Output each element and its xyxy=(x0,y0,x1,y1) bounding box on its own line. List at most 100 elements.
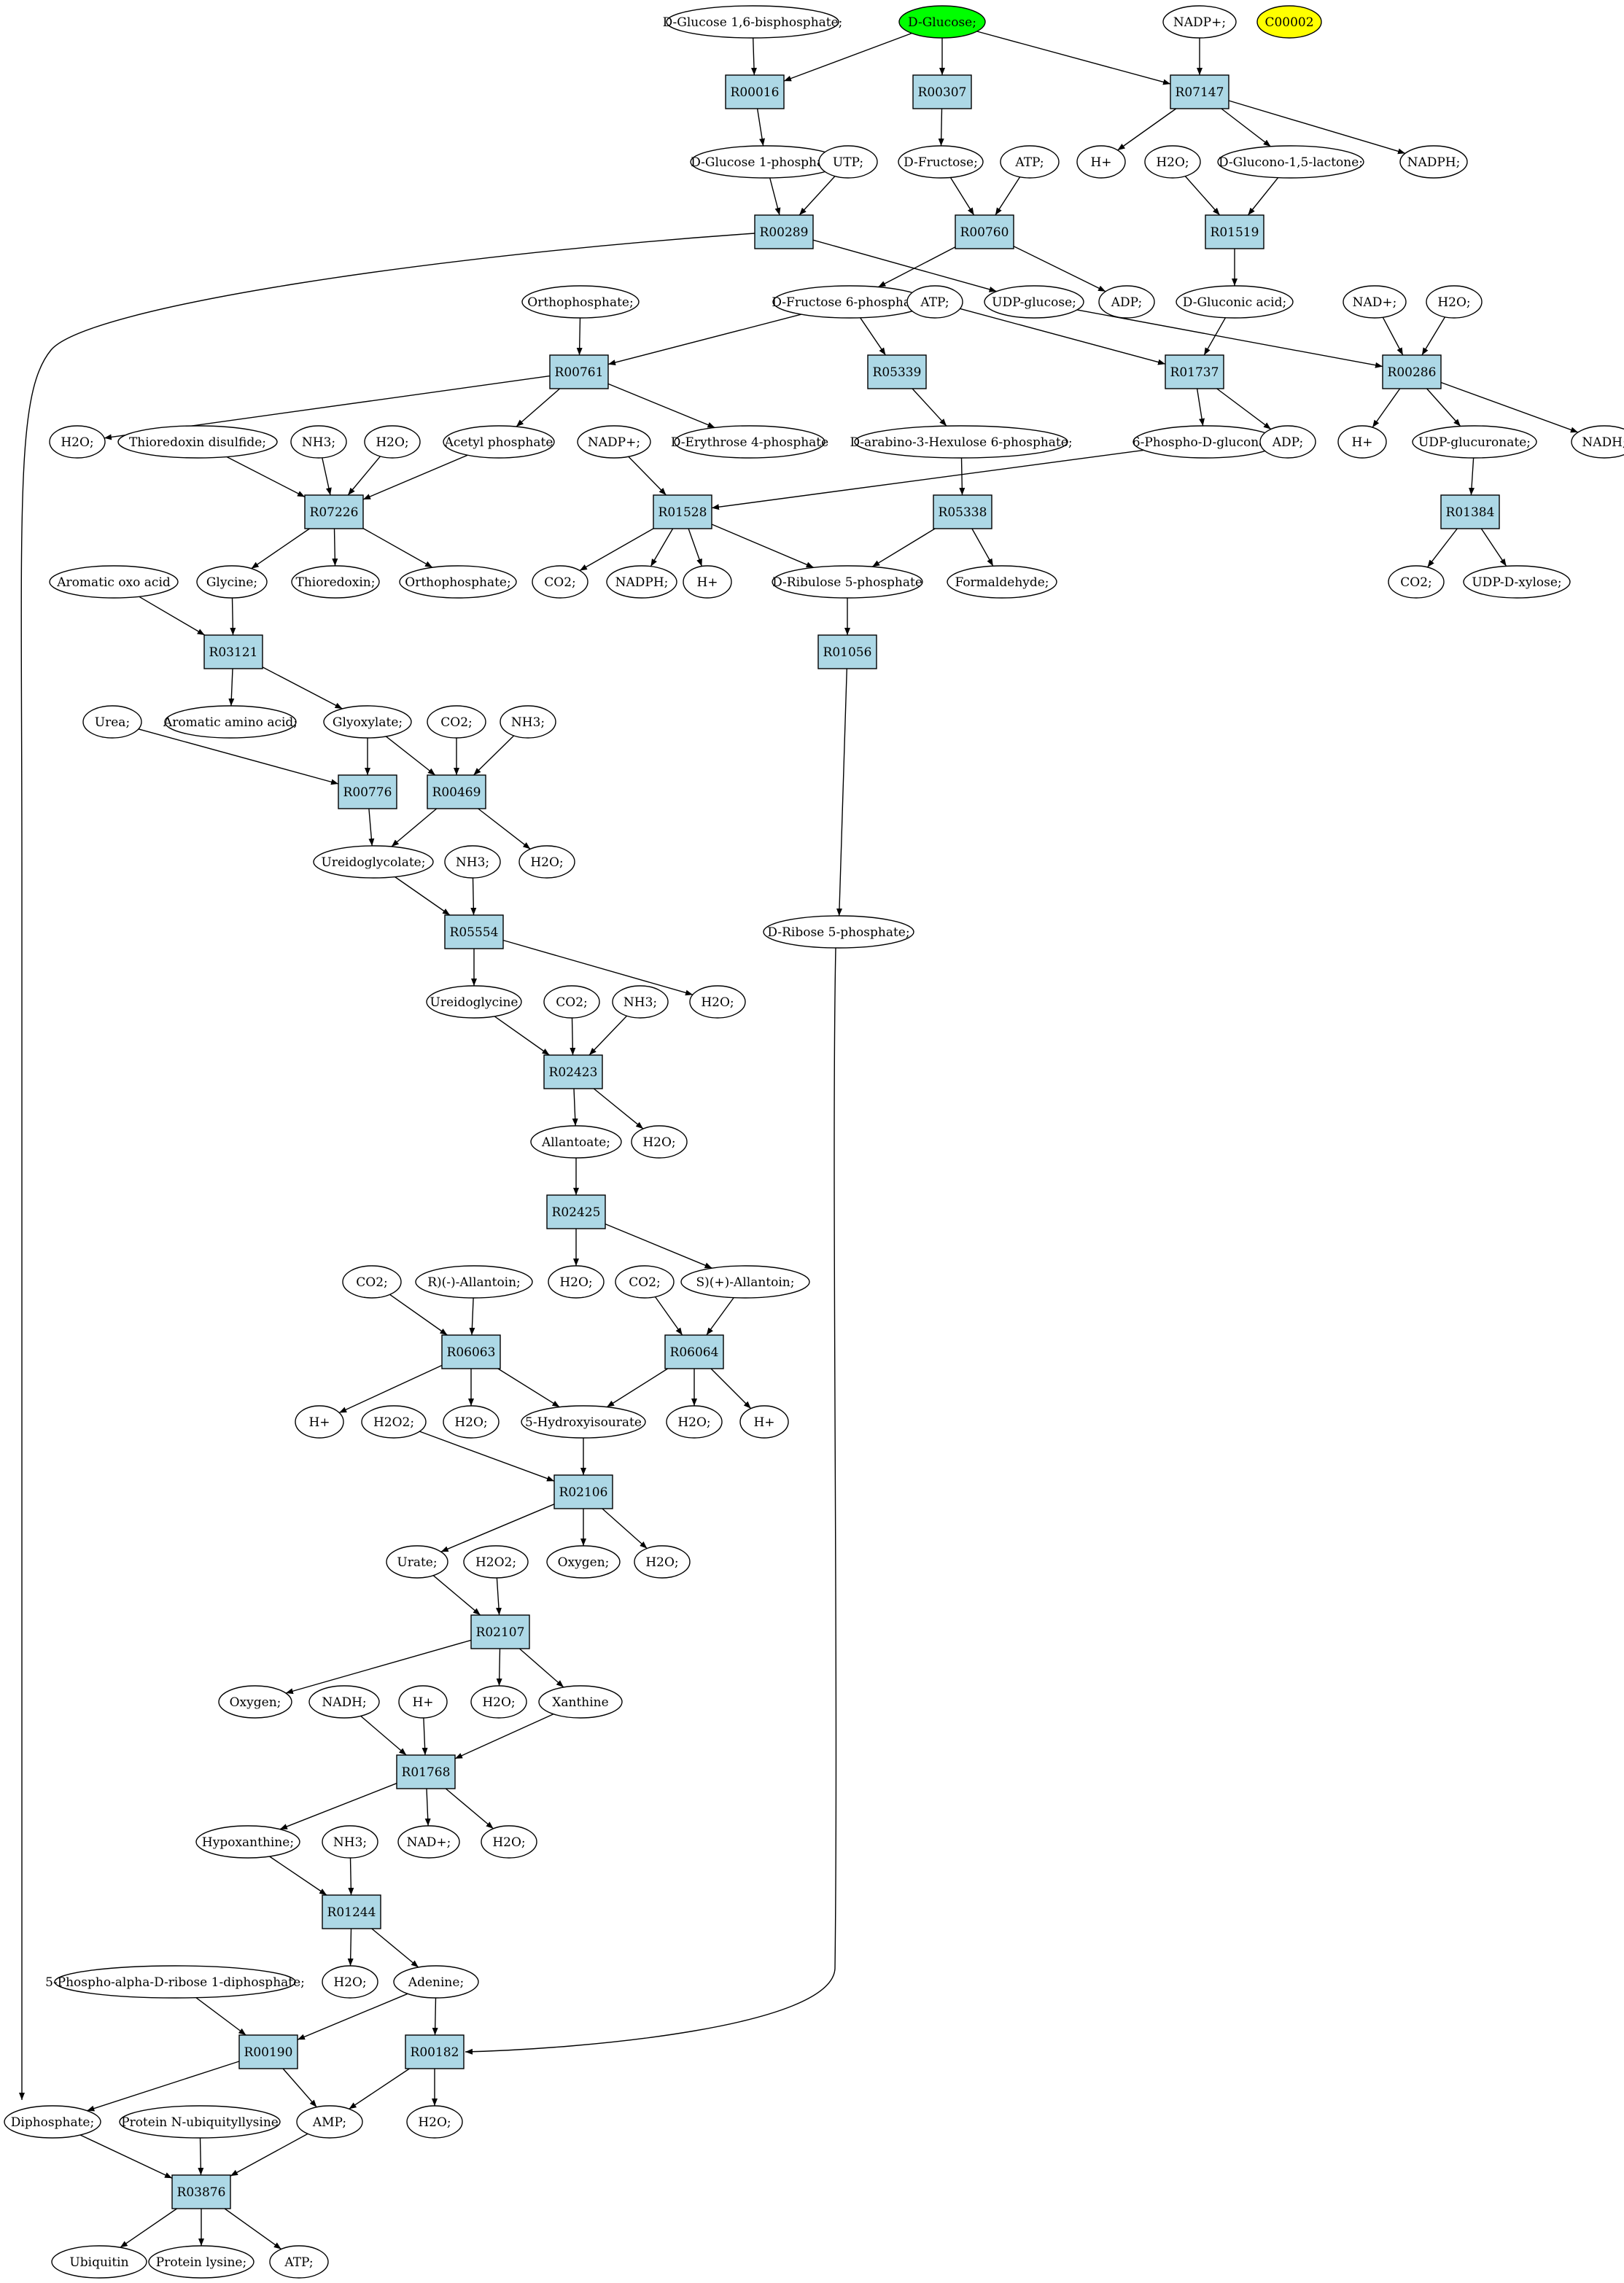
compound-node-pp[interactable]: Diphosphate; xyxy=(4,2105,101,2139)
compound-node-nadp2[interactable]: NADP+; xyxy=(577,425,651,459)
compound-node-nadh2[interactable]: NADH; xyxy=(308,1685,380,1719)
compound-node-urate[interactable]: Urate; xyxy=(386,1545,448,1579)
compound-node-nh3b[interactable]: NH3; xyxy=(500,705,556,739)
compound-node-h6[interactable]: H+ xyxy=(398,1685,448,1719)
compound-node-g16bp[interactable]: D-Glucose 1,6-bisphosphate; xyxy=(663,5,843,39)
reaction-node-r00289[interactable]: R00289 xyxy=(754,214,814,249)
compound-node-hypox[interactable]: Hypoxanthine; xyxy=(195,1825,300,1859)
reaction-node-r00190[interactable]: R00190 xyxy=(238,2034,298,2069)
compound-node-ureidoglycine[interactable]: Ureidoglycine xyxy=(426,985,522,1019)
reaction-node-r07147[interactable]: R07147 xyxy=(1170,74,1229,109)
compound-node-h4[interactable]: H+ xyxy=(295,1405,344,1439)
compound-node-h2o8[interactable]: H2O; xyxy=(548,1265,605,1299)
compound-node-ah6p[interactable]: D-arabino-3-Hexulose 6-phosphate; xyxy=(850,425,1073,459)
reaction-node-r01737[interactable]: R01737 xyxy=(1165,354,1224,389)
compound-node-h2o2a[interactable]: H2O2; xyxy=(361,1405,427,1439)
compound-node-ureidogly[interactable]: Ureidoglycolate; xyxy=(313,845,434,879)
compound-node-adp1[interactable]: ADP; xyxy=(1098,285,1155,319)
compound-node-h2o7[interactable]: H2O; xyxy=(631,1125,688,1159)
reaction-node-r00776[interactable]: R00776 xyxy=(338,774,397,809)
compound-node-co2b[interactable]: CO2; xyxy=(1388,565,1445,599)
compound-node-atp2[interactable]: ATP; xyxy=(906,285,963,319)
reaction-node-r02423[interactable]: R02423 xyxy=(543,1054,603,1089)
compound-node-c00002[interactable]: C00002 xyxy=(1256,5,1322,39)
compound-node-orthop2[interactable]: Orthophosphate; xyxy=(399,565,517,599)
compound-node-gluclac[interactable]: D-Glucono-1,5-lactone; xyxy=(1217,145,1364,179)
compound-node-allantoate[interactable]: Allantoate; xyxy=(530,1125,622,1159)
compound-node-h5[interactable]: H+ xyxy=(739,1405,789,1439)
compound-node-e4p[interactable]: D-Erythrose 4-phosphate xyxy=(671,425,828,459)
compound-node-nh3c[interactable]: NH3; xyxy=(444,845,501,879)
compound-node-h2o9[interactable]: H2O; xyxy=(443,1405,500,1439)
compound-node-hcho[interactable]: Formaldehyde; xyxy=(947,565,1057,599)
compound-node-h2o11[interactable]: H2O; xyxy=(634,1545,691,1579)
compound-node-fru[interactable]: D-Fructose; xyxy=(898,145,984,179)
compound-node-h2o1[interactable]: H2O; xyxy=(1144,145,1201,179)
compound-node-thio[interactable]: Thioredoxin; xyxy=(291,565,380,599)
reaction-node-r07226[interactable]: R07226 xyxy=(304,494,364,529)
compound-node-co2f[interactable]: CO2; xyxy=(615,1265,675,1299)
compound-node-plys[interactable]: Protein lysine; xyxy=(148,2245,255,2279)
compound-node-xan[interactable]: Xanthine xyxy=(538,1685,623,1719)
reaction-node-r01519[interactable]: R01519 xyxy=(1205,214,1264,249)
compound-node-6pg[interactable]: 6-Phospho-D-gluconate xyxy=(1132,425,1278,459)
compound-node-nad1[interactable]: NAD+; xyxy=(1343,285,1407,319)
compound-node-nh3a[interactable]: NH3; xyxy=(290,425,347,459)
reaction-node-r05554[interactable]: R05554 xyxy=(444,914,504,949)
compound-node-h2o2b[interactable]: H2O2; xyxy=(463,1545,529,1579)
compound-node-orthop1[interactable]: Orthophosphate; xyxy=(521,285,640,319)
reaction-node-r05338[interactable]: R05338 xyxy=(933,494,992,529)
reaction-node-r02425[interactable]: R02425 xyxy=(546,1194,606,1229)
compound-node-nadp1[interactable]: NADP+; xyxy=(1162,5,1237,39)
compound-node-r5p[interactable]: D-Ribose 5-phosphate; xyxy=(763,915,914,949)
compound-node-nh3e[interactable]: NH3; xyxy=(322,1825,378,1859)
compound-node-h2o2[interactable]: H2O; xyxy=(1426,285,1483,319)
reaction-node-r06063[interactable]: R06063 xyxy=(441,1334,501,1369)
compound-node-sallan[interactable]: S)(+)-Allantoin; xyxy=(680,1265,810,1299)
compound-node-aroaa[interactable]: Aromatic amino acid; xyxy=(163,705,298,739)
compound-node-oxy1[interactable]: Oxygen; xyxy=(546,1545,621,1579)
reaction-node-r01056[interactable]: R01056 xyxy=(817,634,877,669)
compound-node-ru5p[interactable]: D-Ribulose 5-phosphate xyxy=(772,565,923,599)
compound-node-utp[interactable]: UTP; xyxy=(818,145,878,179)
compound-node-g1p[interactable]: D-Glucose 1-phosphate; xyxy=(690,145,842,179)
compound-node-glc[interactable]: D-Glucose; xyxy=(898,5,986,39)
reaction-node-r05339[interactable]: R05339 xyxy=(867,354,927,389)
compound-node-thiodis[interactable]: Thioredoxin disulfide; xyxy=(117,425,278,459)
compound-node-rallan[interactable]: R)(-)-Allantoin; xyxy=(415,1265,533,1299)
compound-node-nad2[interactable]: NAD+; xyxy=(397,1825,460,1859)
compound-node-co2a[interactable]: CO2; xyxy=(532,565,588,599)
compound-node-glcn[interactable]: D-Gluconic acid; xyxy=(1176,285,1294,319)
compound-node-adp2[interactable]: ADP; xyxy=(1259,425,1316,459)
compound-node-glyox[interactable]: Glyoxylate; xyxy=(323,705,412,739)
compound-node-nadh1[interactable]: NADH; xyxy=(1571,425,1624,459)
compound-node-h1[interactable]: H+ xyxy=(1076,145,1126,179)
compound-node-h2o10[interactable]: H2O; xyxy=(666,1405,723,1439)
compound-node-co2c[interactable]: CO2; xyxy=(427,705,486,739)
compound-node-h3[interactable]: H+ xyxy=(683,565,732,599)
reaction-node-r00307[interactable]: R00307 xyxy=(912,74,972,109)
compound-node-h2o4[interactable]: H2O; xyxy=(364,425,421,459)
compound-node-h2[interactable]: H+ xyxy=(1337,425,1387,459)
reaction-node-r01768[interactable]: R01768 xyxy=(396,1754,456,1789)
compound-node-h2o13[interactable]: H2O; xyxy=(481,1825,537,1859)
reaction-node-r00469[interactable]: R00469 xyxy=(427,774,486,809)
compound-node-udpxyl[interactable]: UDP-D-xylose; xyxy=(1463,565,1571,599)
compound-node-h2o6[interactable]: H2O; xyxy=(689,985,746,1019)
compound-node-urea[interactable]: Urea; xyxy=(82,705,142,739)
reaction-node-r02106[interactable]: R02106 xyxy=(553,1474,613,1509)
compound-node-co2e[interactable]: CO2; xyxy=(342,1265,402,1299)
reaction-node-r02107[interactable]: R02107 xyxy=(470,1614,530,1649)
compound-node-prpp[interactable]: 5-Phospho-alpha-D-ribose 1-diphosphate; xyxy=(45,1965,305,1999)
compound-node-oxy2[interactable]: Oxygen; xyxy=(218,1685,292,1719)
reaction-node-r01384[interactable]: R01384 xyxy=(1440,494,1500,529)
reaction-node-r03121[interactable]: R03121 xyxy=(203,634,263,669)
reaction-node-r00760[interactable]: R00760 xyxy=(955,214,1014,249)
compound-node-co2d[interactable]: CO2; xyxy=(543,985,600,1019)
reaction-node-r06064[interactable]: R06064 xyxy=(664,1334,724,1369)
reaction-node-r01244[interactable]: R01244 xyxy=(322,1894,381,1929)
compound-node-h2o5[interactable]: H2O; xyxy=(518,845,575,879)
compound-node-nadph2[interactable]: NADPH; xyxy=(606,565,677,599)
compound-node-udpglcua[interactable]: UDP-glucuronate; xyxy=(1412,425,1537,459)
reaction-node-r00286[interactable]: R00286 xyxy=(1382,354,1442,389)
